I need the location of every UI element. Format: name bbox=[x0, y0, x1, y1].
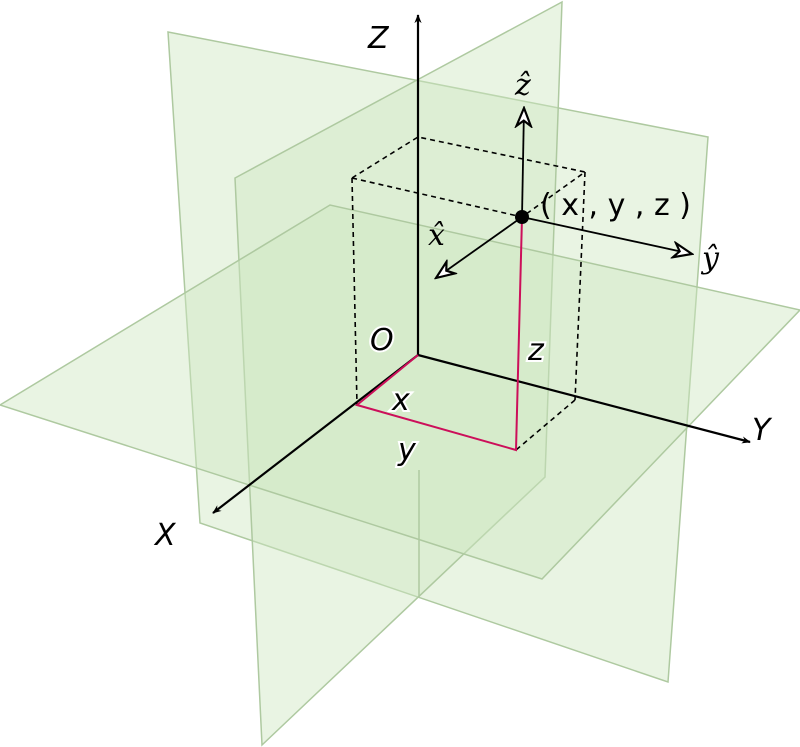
coord-x-label: x bbox=[391, 383, 410, 418]
unit-y-label: ŷ bbox=[700, 241, 720, 276]
coordinate-path bbox=[354, 216, 523, 452]
point-label: ( x , y , z ) bbox=[540, 188, 691, 223]
xy-plane bbox=[0, 204, 800, 580]
dashed-box bbox=[351, 136, 587, 451]
unit-x-label: x̂ bbox=[428, 218, 445, 253]
unit-z-vector bbox=[522, 108, 524, 218]
x-axis bbox=[212, 354, 419, 514]
origin-label: O bbox=[370, 323, 394, 358]
unit-x-vector bbox=[436, 216, 523, 278]
z-axis-label: Z bbox=[367, 21, 390, 56]
xz-plane bbox=[234, 0, 563, 747]
x-axis-label: X bbox=[153, 518, 177, 553]
unit-z-label: ẑ bbox=[514, 68, 531, 103]
point-marker bbox=[515, 210, 529, 224]
unit-y-vector bbox=[521, 216, 692, 254]
coord-y-label: y bbox=[397, 433, 417, 468]
y-axis-label: Y bbox=[752, 413, 773, 448]
y-axis bbox=[417, 353, 751, 444]
coord-z-label: z bbox=[527, 333, 545, 368]
yz-plane bbox=[167, 31, 709, 684]
